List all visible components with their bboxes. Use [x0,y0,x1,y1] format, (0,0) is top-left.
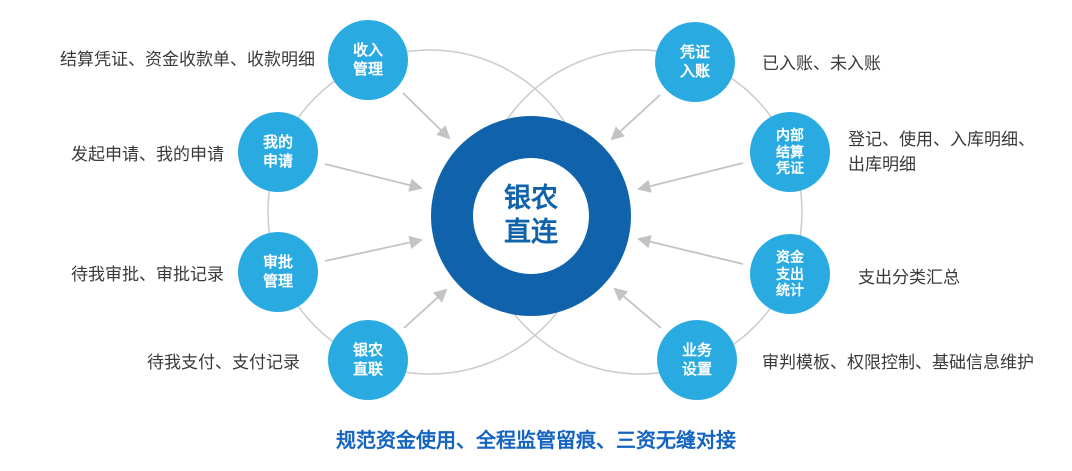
arrow-voucher-entry-to-center [610,94,661,141]
node-bank-agri-direct-link: 银农 直联 [328,320,408,400]
node-bank-agri-direct-link-label: 银农 直联 [352,341,383,379]
node-voucher-entry: 凭证 入账 [655,22,735,102]
desc-fund-expenditure-stats: 支出分类汇总 [858,268,960,287]
desc-voucher-entry: 已入账、未入账 [762,54,881,73]
desc-business-settings: 审判模板、权限控制、基础信息维护 [762,353,1034,372]
center-inner-circle: 银农 直连 [473,158,589,274]
node-my-application: 我的 申请 [238,112,318,192]
node-my-application-label: 我的 申请 [262,133,293,171]
node-voucher-entry-label: 凭证 入账 [679,43,710,81]
node-internal-settlement-voucher-label: 内部 结算 凭证 [776,126,804,177]
node-business-settings-label: 业务 设置 [681,341,712,379]
desc-approval-management: 待我审批、审批记录 [71,265,224,284]
center-title: 银农 直连 [504,183,558,247]
arrow-business-settings-to-center [613,287,662,329]
node-business-settings: 业务 设置 [657,320,737,400]
desc-my-application: 发起申请、我的申请 [71,145,224,164]
arrow-group [324,92,744,329]
node-fund-expenditure-stats: 资金 支出 统计 [750,234,830,314]
arrow-approval-to-center [324,235,423,262]
node-approval-management-label: 审批 管理 [262,253,293,291]
arrow-my-application-to-center [324,163,423,192]
arrow-expenditure-stats-to-center [637,235,744,265]
arrow-settlement-voucher-to-center [637,162,744,193]
node-approval-management: 审批 管理 [238,232,318,312]
center-node: 银农 直连 [431,116,631,316]
node-fund-expenditure-stats-label: 资金 支出 统计 [776,248,804,299]
node-income-management-label: 收入 管理 [352,41,383,79]
desc-bank-agri-direct-link: 待我支付、支付记录 [147,353,300,372]
arrow-income-to-center [402,92,451,140]
node-internal-settlement-voucher: 内部 结算 凭证 [750,112,830,192]
caption: 规范资金使用、全程监管留痕、三资无缝对接 [336,430,736,452]
desc-internal-settlement-voucher: 登记、使用、入库明细、 出库明细 [848,130,1035,174]
desc-income-management: 结算凭证、资金收款单、收款明细 [60,50,315,69]
arrow-direct-link-to-center [403,288,448,329]
node-income-management: 收入 管理 [328,20,408,100]
